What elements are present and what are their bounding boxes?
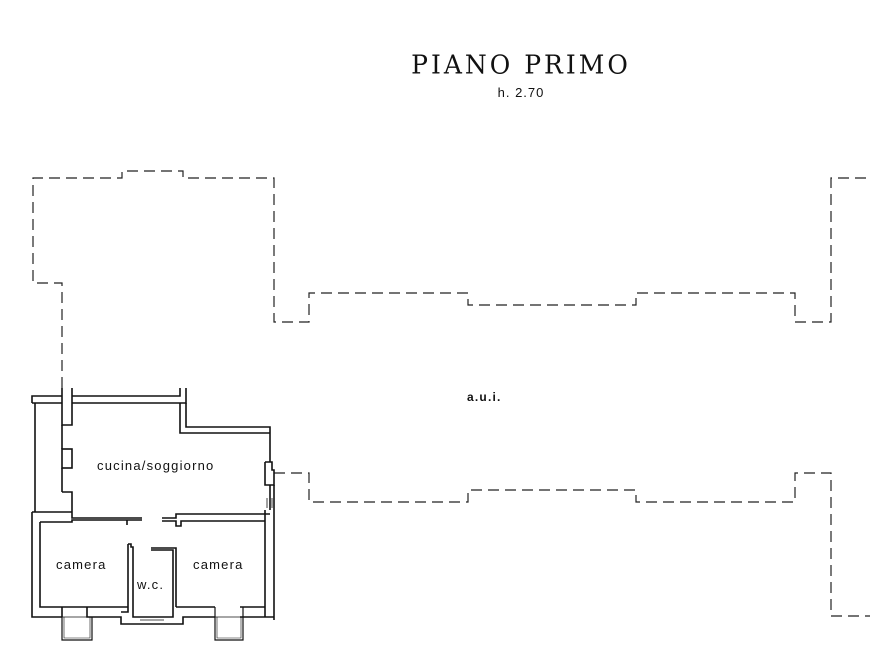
apartment-walls bbox=[31, 388, 275, 641]
room-label-camera-right: camera bbox=[193, 557, 244, 572]
room-label-cucina-soggiorno: cucina/soggiorno bbox=[97, 458, 215, 473]
area-label-aui: a.u.i. bbox=[467, 390, 502, 404]
room-label-camera-left: camera bbox=[56, 557, 107, 572]
ceiling-height-note: h. 2.70 bbox=[497, 85, 545, 100]
adjacent-building-outline bbox=[32, 170, 870, 617]
room-label-wc: w.c. bbox=[137, 577, 165, 592]
plan-title: PIANO PRIMO bbox=[411, 49, 631, 80]
